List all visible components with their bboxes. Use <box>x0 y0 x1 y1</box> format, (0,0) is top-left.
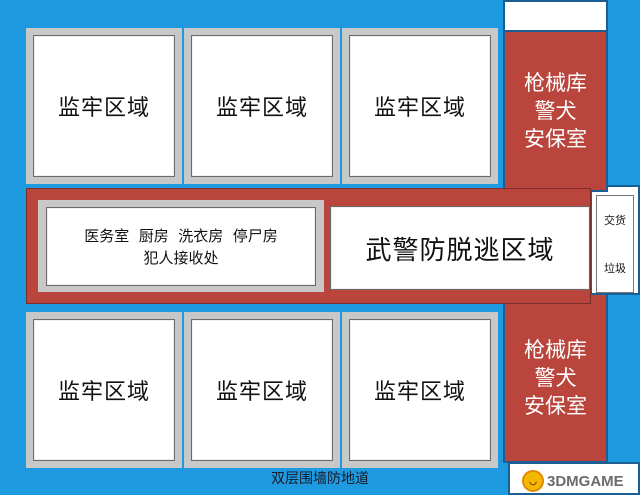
prison-cell: 监牢区域 <box>191 319 333 461</box>
prison-cell-label: 监牢区域 <box>57 96 150 121</box>
armory-bottom-line2: 警犬 <box>534 366 577 390</box>
armory-top-line3: 安保室 <box>524 127 587 151</box>
moat-label: 双层围墙防地道 <box>271 471 369 487</box>
armory-bottom: 枪械库 警犬 安保室 <box>503 293 608 463</box>
side-gate-garbage: 垃圾 <box>604 262 626 275</box>
prison-cell-label: 监牢区域 <box>215 380 308 405</box>
side-gate-delivery: 交货 <box>604 214 626 227</box>
prison-cell-label: 监牢区域 <box>373 380 466 405</box>
armory-top-line2: 警犬 <box>534 99 577 123</box>
watermark-text: 3DMGAME <box>547 472 624 490</box>
watermark-logo-icon: ◡ <box>522 470 544 492</box>
prison-cell: 监牢区域 <box>33 35 175 177</box>
armory-bottom-line1: 枪械库 <box>524 338 587 362</box>
side-gate: 交货 垃圾 <box>596 195 634 293</box>
prison-cell: 监牢区域 <box>349 35 491 177</box>
armory-top-line1: 枪械库 <box>524 71 587 95</box>
top-right-bridge <box>503 0 608 35</box>
armory-bottom-line3: 安保室 <box>524 394 587 418</box>
prison-cell-label: 监牢区域 <box>373 96 466 121</box>
services-line2: 犯人接收处 <box>143 248 219 267</box>
prison-cell: 监牢区域 <box>191 35 333 177</box>
services-block: 医务室 厨房 洗衣房 停尸房 犯人接收处 <box>46 207 316 286</box>
escape-prevention-area: 武警防脱逃区域 <box>330 206 590 290</box>
armory-top: 枪械库 警犬 安保室 <box>503 30 608 192</box>
services-line1: 医务室 厨房 洗衣房 停尸房 <box>84 226 278 245</box>
escape-prevention-label: 武警防脱逃区域 <box>365 235 555 266</box>
prison-cell-label: 监牢区域 <box>57 380 150 405</box>
prison-cell: 监牢区域 <box>33 319 175 461</box>
watermark: ◡ 3DMGAME <box>522 470 637 492</box>
prison-cell-label: 监牢区域 <box>215 96 308 121</box>
prison-cell: 监牢区域 <box>349 319 491 461</box>
